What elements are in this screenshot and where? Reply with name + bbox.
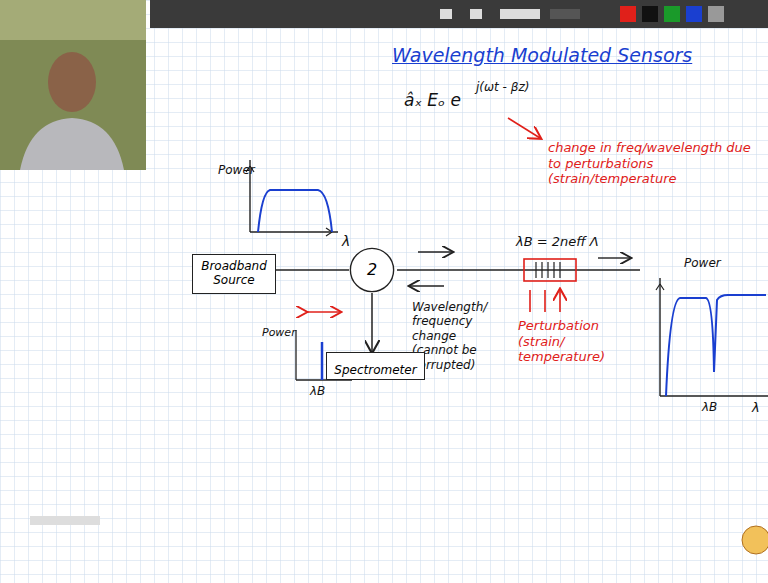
- axis-label: λB: [310, 384, 325, 398]
- node-text: 2: [367, 261, 377, 279]
- axis-label: λ: [752, 400, 760, 416]
- annotation-note: change in freq/wavelength due to perturb…: [548, 140, 760, 187]
- equation-term: âₓ Eₒ e: [404, 90, 461, 110]
- axis-label: λ: [342, 233, 350, 250]
- diagram-title: Wavelength Modulated Sensors: [392, 44, 692, 67]
- axis-label: Power: [218, 163, 255, 177]
- circulator-circle: 2: [349, 247, 395, 293]
- bragg-equation: λB = 2neff Λ: [516, 234, 599, 250]
- bragg-grating: [524, 259, 576, 281]
- annotation-note: Perturbation (strain/ temperature): [518, 318, 616, 365]
- spectrometer-box: Spectrometer: [326, 352, 425, 380]
- node-text: Broadband Source: [199, 260, 269, 288]
- axis-label: Power: [262, 326, 296, 339]
- equation-exponent: j(ωt - βz): [476, 80, 529, 94]
- webcam-video: [0, 0, 146, 170]
- axis-label: λB: [702, 400, 717, 414]
- connector: [276, 269, 349, 271]
- connector: [371, 293, 373, 352]
- axis-label: Power: [684, 256, 721, 270]
- node-text: Spectrometer: [334, 364, 416, 378]
- toolbar: [150, 0, 768, 28]
- source-box: Broadband Source: [192, 254, 276, 294]
